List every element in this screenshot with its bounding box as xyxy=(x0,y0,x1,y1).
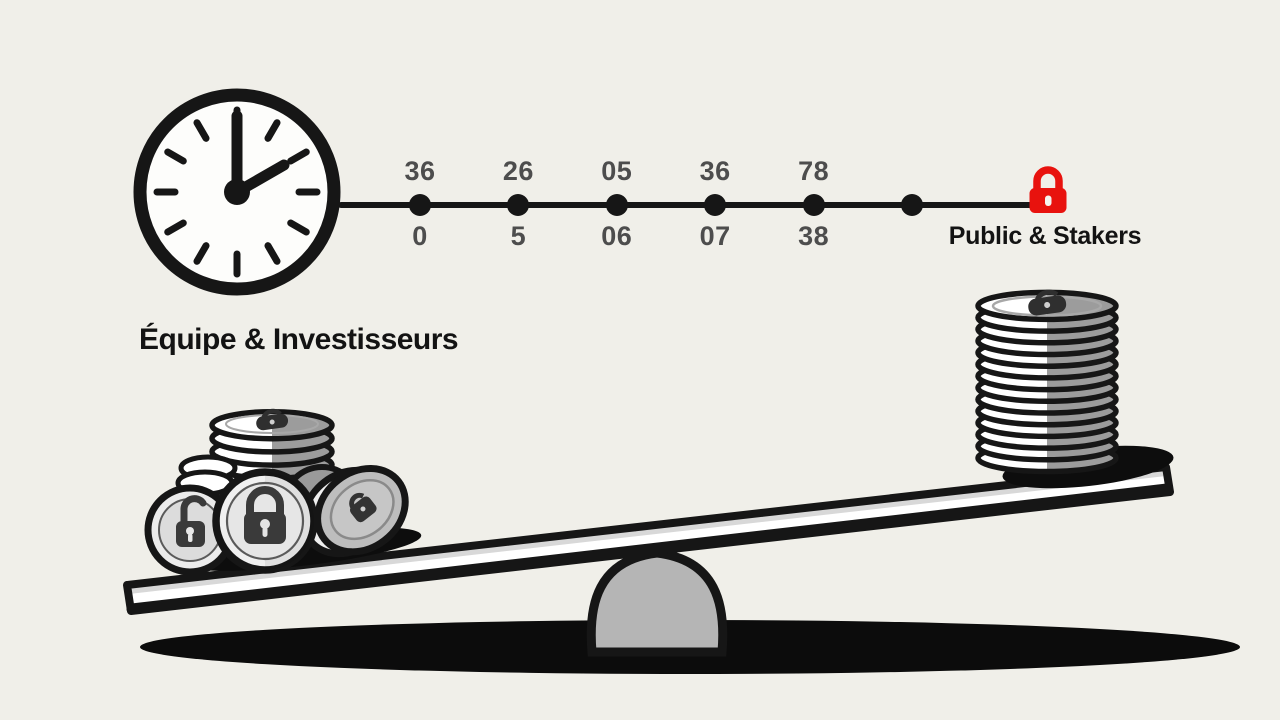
lock-icon xyxy=(244,486,286,544)
lock-icon xyxy=(349,492,377,523)
lock-icon xyxy=(1028,289,1067,316)
tick-bottom-label: 07 xyxy=(699,221,731,251)
vesting-timeline: 36 0 26 5 05 06 36 07 78 38 Public & Stakers xyxy=(0,0,1280,300)
tick-dot xyxy=(901,194,923,216)
unlock-icon xyxy=(176,495,207,547)
tick-top-label: 26 xyxy=(502,156,534,186)
tick-bottom-label: 5 xyxy=(510,221,527,251)
tick-bottom-label: 0 xyxy=(412,221,428,251)
tick-top-label: 78 xyxy=(798,156,830,186)
tick-top-label: 05 xyxy=(601,156,633,186)
tick-dot xyxy=(409,194,431,216)
tick-bottom-label: 38 xyxy=(798,221,830,251)
tick-bottom-label: 06 xyxy=(601,221,633,251)
tick-top-label: 36 xyxy=(404,156,436,186)
tilted-coin xyxy=(300,465,409,558)
public-stakers-label: Public & Stakers xyxy=(948,222,1142,250)
lock-icon xyxy=(256,408,289,431)
seesaw-plank xyxy=(123,463,1174,615)
open-lock-coin xyxy=(144,484,236,576)
tick-top-label: 36 xyxy=(699,156,731,186)
lock-icon xyxy=(1029,166,1067,213)
clock-icon xyxy=(133,88,341,296)
tick-dot xyxy=(507,194,530,216)
team-investors-label: Équipe & Investisseurs xyxy=(139,323,459,356)
fulcrum xyxy=(586,548,728,657)
right-stack-top xyxy=(991,289,1103,317)
left-stack-top xyxy=(225,408,319,434)
tick-dot xyxy=(802,194,825,216)
closed-lock-coin xyxy=(212,468,318,574)
tick-dot xyxy=(704,194,727,216)
right-coin-stack xyxy=(975,289,1119,475)
timeline-line xyxy=(338,202,1038,208)
tick-dot xyxy=(605,194,628,216)
